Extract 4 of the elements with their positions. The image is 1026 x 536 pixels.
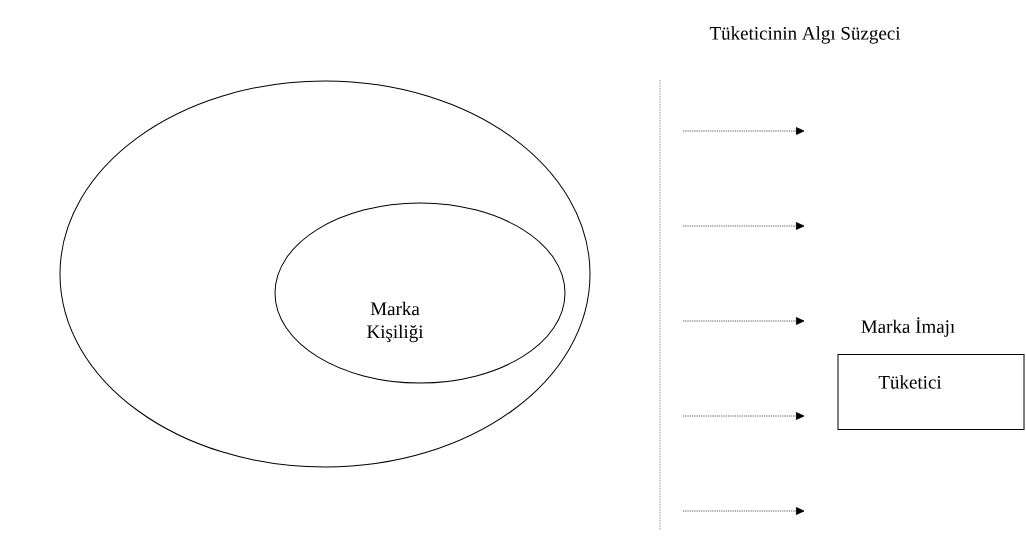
- box: Tüketici: [837, 354, 1025, 430]
- filter-title: Tüketicinin Algı Süzgeci: [709, 26, 901, 44]
- ellipse-shape: [59, 80, 591, 468]
- box-heading: Marka İmajı: [861, 317, 955, 337]
